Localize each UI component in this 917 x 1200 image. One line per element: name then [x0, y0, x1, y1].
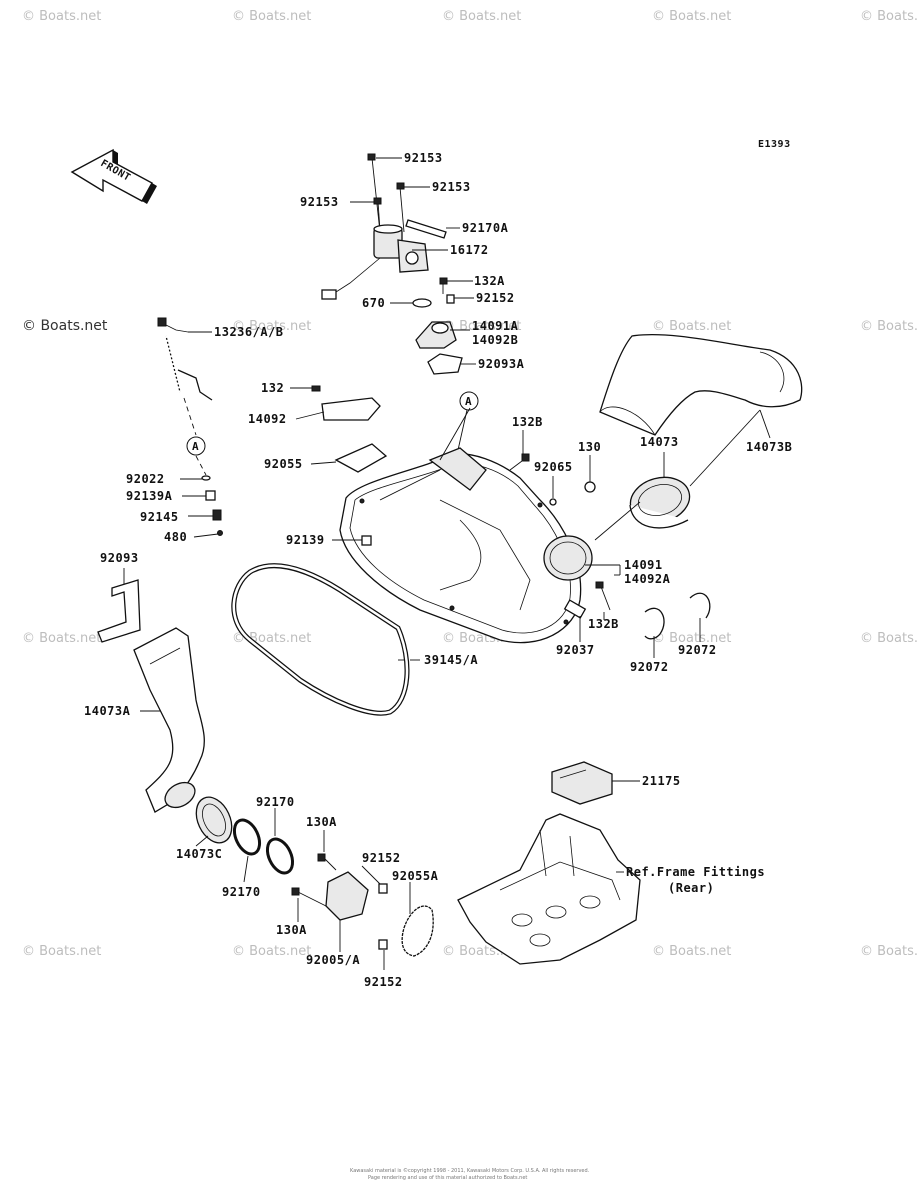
leader-lines: [123, 157, 771, 970]
part-label: 92055: [264, 457, 303, 471]
part-label: 92153: [404, 151, 443, 165]
part-label: 92152: [476, 291, 515, 305]
part-label: 13236/A/B: [214, 325, 284, 339]
part-label: 92072: [678, 643, 717, 657]
part-label: 14073A: [84, 704, 131, 718]
part-label: 14092: [248, 412, 287, 426]
part-label: 92152: [362, 851, 401, 865]
part-label: 92153: [300, 195, 339, 209]
part-label: 130A: [276, 923, 307, 937]
part-label: 92145: [140, 510, 179, 524]
circlip-icon: [644, 607, 665, 640]
front-arrow-icon: FRONT: [70, 148, 157, 204]
watermark: © Boats.net: [652, 9, 731, 24]
part-label: 92152: [364, 975, 403, 989]
throttle-cable-assembly: [157, 317, 223, 536]
watermark: © Boats.net: [860, 944, 917, 959]
outlet-duct: [97, 579, 205, 813]
part-label: 39145/A: [424, 653, 478, 667]
rear-frame-fitting: [457, 813, 641, 965]
watermark: © Boats.net: [232, 319, 311, 334]
part-label: (Rear): [668, 881, 714, 895]
part-label: 132B: [512, 415, 543, 429]
part-label: 92153: [432, 180, 471, 194]
ref-marker-letter: A: [192, 440, 199, 453]
watermark: © Boats.net: [22, 318, 108, 334]
part-label: 16172: [450, 243, 489, 257]
part-label: 14092A: [624, 572, 671, 586]
part-label: 670: [362, 296, 385, 310]
part-label: 92139: [286, 533, 325, 547]
part-label: 14092B: [472, 333, 518, 347]
part-label: 14073: [640, 435, 679, 449]
part-label: 92055A: [392, 869, 439, 883]
part-label: 480: [164, 530, 187, 544]
watermark: © Boats.net: [22, 944, 101, 959]
part-label: 14073B: [746, 440, 792, 454]
part-label: 92037: [556, 643, 595, 657]
watermark: © Boats.net: [22, 9, 101, 24]
vent-cover: [291, 853, 434, 957]
part-label: 92022: [126, 472, 165, 486]
watermark: © Boats.net: [860, 631, 917, 646]
watermark: © Boats.net: [652, 944, 731, 959]
watermark: © Boats.net: [442, 9, 521, 24]
watermark: © Boats.net: [860, 319, 917, 334]
part-label: 132: [261, 381, 284, 395]
ref-marker-a-right: A: [457, 391, 479, 451]
watermark: © Boats.net: [652, 631, 731, 646]
part-label: 14073C: [176, 847, 222, 861]
copyright-footer: Kawasaki material is ©copyright 1998 - 2…: [350, 1167, 590, 1174]
copyright-footer: Page rendering and use of this material …: [368, 1175, 527, 1181]
actuator-assembly: [321, 153, 463, 375]
part-label: 130A: [306, 815, 337, 829]
part-label: 92139A: [126, 489, 173, 503]
watermark: © Boats.net: [652, 319, 731, 334]
watermark: © Boats.net: [22, 631, 101, 646]
watermark: © Boats.net: [860, 9, 917, 24]
part-label: 132B: [588, 617, 619, 631]
part-label: 14091A: [472, 319, 519, 333]
part-label: 92093A: [478, 357, 525, 371]
clutch-cover: [339, 447, 593, 644]
part-label: 132A: [474, 274, 505, 288]
watermark: © Boats.net: [232, 944, 311, 959]
part-label: 130: [578, 440, 601, 454]
watermark-layer: © Boats.net © Boats.net © Boats.net © Bo…: [22, 9, 917, 959]
part-label: 92072: [630, 660, 669, 674]
watermark: © Boats.net: [232, 9, 311, 24]
part-label: Ref.Frame Fittings: [626, 865, 765, 879]
part-label: 14091: [624, 558, 663, 572]
part-label: 92005/A: [306, 953, 360, 967]
cover-bolts: [361, 453, 611, 619]
part-label: 92093: [100, 551, 139, 565]
couplers-clamps: [195, 796, 295, 875]
part-label: 92170: [256, 795, 295, 809]
circlip-icon: [689, 592, 711, 619]
part-label: 21175: [642, 774, 681, 788]
inspection-cover: [311, 385, 388, 473]
ref-marker-letter: A: [465, 395, 472, 408]
ecu-box: [551, 761, 613, 805]
diagram-code: E1393: [758, 139, 791, 150]
part-label: 92170A: [462, 221, 509, 235]
ref-marker-a-left: A: [186, 436, 206, 456]
callout-labels: 92153 92153 92153 92170A 16172 132A 670 …: [84, 151, 792, 989]
intake-duct: [599, 333, 803, 529]
part-label: 92170: [222, 885, 261, 899]
part-label: 92065: [534, 460, 573, 474]
